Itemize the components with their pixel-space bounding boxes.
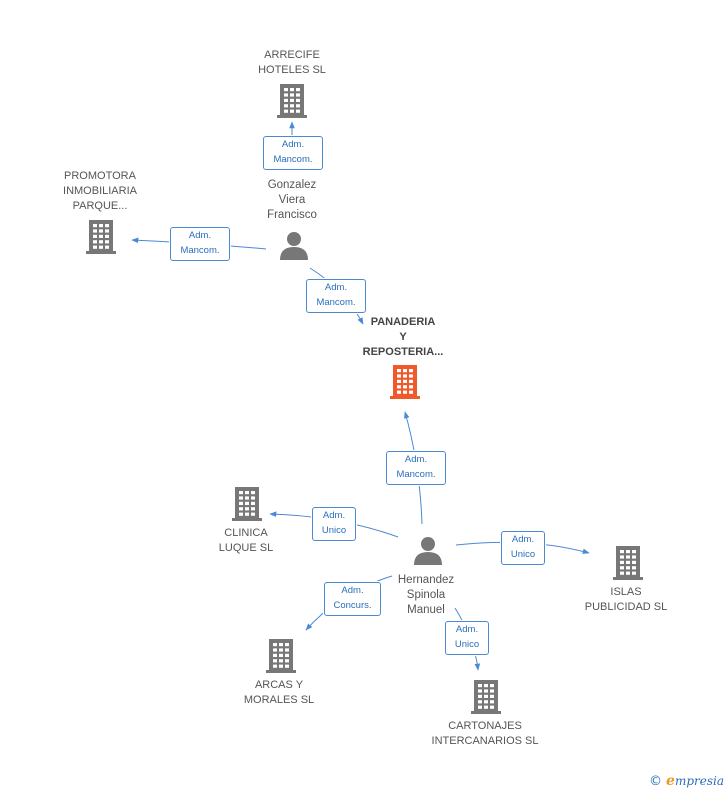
copyright-icon: © xyxy=(649,774,663,789)
person-label-gonzalez[interactable]: Gonzalez Viera Francisco xyxy=(267,179,317,221)
relation-label-hernandez-panaderia: Adm. Mancom. xyxy=(386,451,446,485)
relation-label-gonzalez-arrecife: Adm. Mancom. xyxy=(263,136,323,170)
building-icon-arcas[interactable] xyxy=(266,639,296,673)
brand-e: e xyxy=(666,773,675,789)
person-icon-gonzalez[interactable] xyxy=(280,232,308,260)
company-label-cartonajes[interactable]: CARTONAJES INTERCANARIOS SL xyxy=(431,720,539,747)
building-icon-islas[interactable] xyxy=(613,546,643,580)
company-label-promotora[interactable]: PROMOTORA INMOBILIARIA PARQUE... xyxy=(63,170,137,212)
building-icon-cartonajes[interactable] xyxy=(471,680,501,714)
relation-label-hernandez-arcas: Adm. Concurs. xyxy=(324,582,381,616)
company-label-clinica[interactable]: CLINICA LUQUE SL xyxy=(218,527,274,554)
empresia-logo: ©empresia xyxy=(649,773,724,789)
person-icon-hernandez[interactable] xyxy=(414,537,442,565)
building-icon-clinica[interactable] xyxy=(232,487,262,521)
company-label-arrecife[interactable]: ARRECIFE HOTELES SL xyxy=(258,49,326,76)
relation-label-hernandez-islas: Adm. Unico xyxy=(501,531,545,565)
company-label-arcas[interactable]: ARCAS Y MORALES SL xyxy=(243,679,315,706)
company-label-panaderia[interactable]: PANADERIA Y REPOSTERIA... xyxy=(362,316,444,358)
relation-label-gonzalez-promotora: Adm. Mancom. xyxy=(170,227,230,261)
relation-label-gonzalez-panaderia: Adm. Mancom. xyxy=(306,279,366,313)
building-icon-panaderia[interactable] xyxy=(390,365,420,399)
relation-label-hernandez-clinica: Adm. Unico xyxy=(312,507,356,541)
building-icon-promotora[interactable] xyxy=(86,220,116,254)
brand-name: mpresia xyxy=(674,774,724,788)
building-icon-arrecife[interactable] xyxy=(277,84,307,118)
node-icons xyxy=(86,84,643,714)
company-label-islas[interactable]: ISLAS PUBLICIDAD SL xyxy=(584,586,668,613)
person-label-hernandez[interactable]: Hernandez Spinola Manuel xyxy=(397,574,455,616)
relation-label-hernandez-cartonajes: Adm. Unico xyxy=(445,621,489,655)
